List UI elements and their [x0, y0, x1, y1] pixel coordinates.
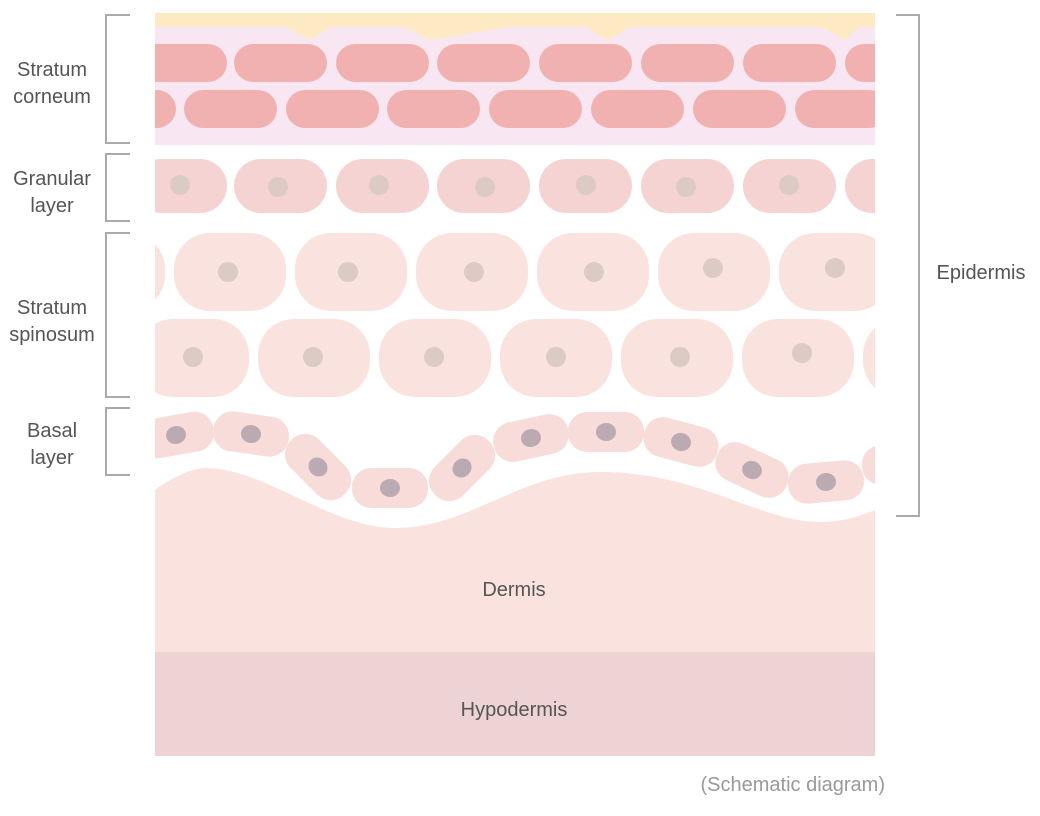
corneocyte	[743, 44, 836, 82]
nucleus	[584, 262, 604, 282]
nucleus	[308, 457, 328, 477]
label-line: layer	[30, 447, 74, 469]
label-line: Stratum	[16, 59, 88, 81]
label-line: Stratum	[16, 297, 88, 319]
basal-cell	[568, 412, 644, 452]
nucleus	[792, 343, 812, 363]
corneocyte	[693, 90, 786, 128]
spinous-cells	[155, 233, 875, 397]
label-dermis: Dermis	[482, 579, 546, 601]
corneocyte	[641, 44, 734, 82]
label-line: Granular	[13, 168, 91, 190]
nucleus	[464, 262, 484, 282]
label-stratum-spinosum: Stratum spinosum	[0, 295, 104, 349]
nucleus	[546, 347, 566, 367]
basal-cell	[643, 417, 719, 467]
corneocyte	[591, 90, 684, 128]
corneocyte	[845, 44, 875, 82]
nucleus	[369, 175, 389, 195]
skin-surface	[155, 13, 875, 40]
nucleus	[424, 347, 444, 367]
label-stratum-corneum: Stratum corneum	[0, 57, 104, 111]
nucleus	[303, 347, 323, 367]
nucleus	[880, 177, 900, 197]
basal-cell	[715, 442, 789, 498]
nucleus	[676, 177, 696, 197]
corneocyte	[539, 44, 632, 82]
nucleus	[670, 347, 690, 367]
label-hypodermis: Hypodermis	[460, 699, 568, 721]
nucleus	[825, 258, 845, 278]
label-granular-layer: Granular layer	[0, 166, 104, 220]
corneocyte	[437, 44, 530, 82]
granular-cells	[155, 159, 900, 213]
nucleus	[890, 456, 910, 474]
granular-cell	[845, 159, 875, 213]
nucleus	[241, 424, 261, 444]
nucleus	[338, 262, 358, 282]
bracket-stratum-spinosum	[105, 232, 130, 398]
nucleus	[816, 472, 836, 492]
basal-cell	[352, 468, 428, 508]
nucleus	[268, 177, 288, 197]
bracket-epidermis	[896, 14, 920, 517]
nucleus	[475, 177, 495, 197]
nucleus	[596, 423, 616, 441]
basal-cell	[787, 460, 865, 504]
nucleus	[183, 347, 203, 367]
corneocyte	[336, 44, 429, 82]
spinous-cell	[155, 244, 165, 300]
label-line: layer	[30, 195, 74, 217]
label-line: corneum	[13, 86, 91, 108]
nucleus	[170, 175, 190, 195]
nucleus	[380, 479, 400, 497]
bracket-granular-layer	[105, 153, 130, 222]
bracket-stratum-corneum	[105, 14, 130, 144]
corneocyte	[234, 44, 327, 82]
basal-cells	[155, 411, 910, 508]
corneocyte	[387, 90, 480, 128]
nucleus	[779, 175, 799, 195]
basal-cell	[862, 445, 910, 485]
stratum-corneum-cells	[155, 44, 875, 128]
corneocyte	[286, 90, 379, 128]
nucleus	[671, 432, 691, 452]
corneocyte	[489, 90, 582, 128]
hypodermis-region	[155, 652, 875, 756]
label-line: spinosum	[9, 324, 95, 346]
bracket-basal-layer	[105, 407, 130, 476]
basal-cell	[428, 434, 496, 502]
nucleus	[166, 425, 186, 445]
dermis-region	[155, 468, 875, 652]
basal-cell-body	[862, 445, 875, 485]
nucleus	[218, 262, 238, 282]
nucleus	[521, 428, 541, 448]
corneocyte	[795, 90, 875, 128]
basal-cell	[155, 411, 214, 459]
basal-cell	[284, 433, 352, 501]
nucleus	[703, 258, 723, 278]
corneocyte	[155, 90, 176, 128]
corneocyte	[184, 90, 277, 128]
granular-cell	[155, 159, 227, 213]
nucleus	[452, 458, 472, 478]
nucleus	[742, 460, 762, 480]
label-basal-layer: Basal layer	[0, 418, 104, 472]
spinous-cell	[863, 328, 875, 388]
schematic-note: (Schematic diagram)	[700, 774, 885, 796]
corneocyte	[155, 44, 227, 82]
nucleus	[576, 175, 596, 195]
label-line: Basal	[26, 420, 78, 442]
basal-cell	[493, 414, 569, 462]
label-epidermis: Epidermis	[936, 262, 1026, 284]
basal-cell	[213, 411, 289, 457]
